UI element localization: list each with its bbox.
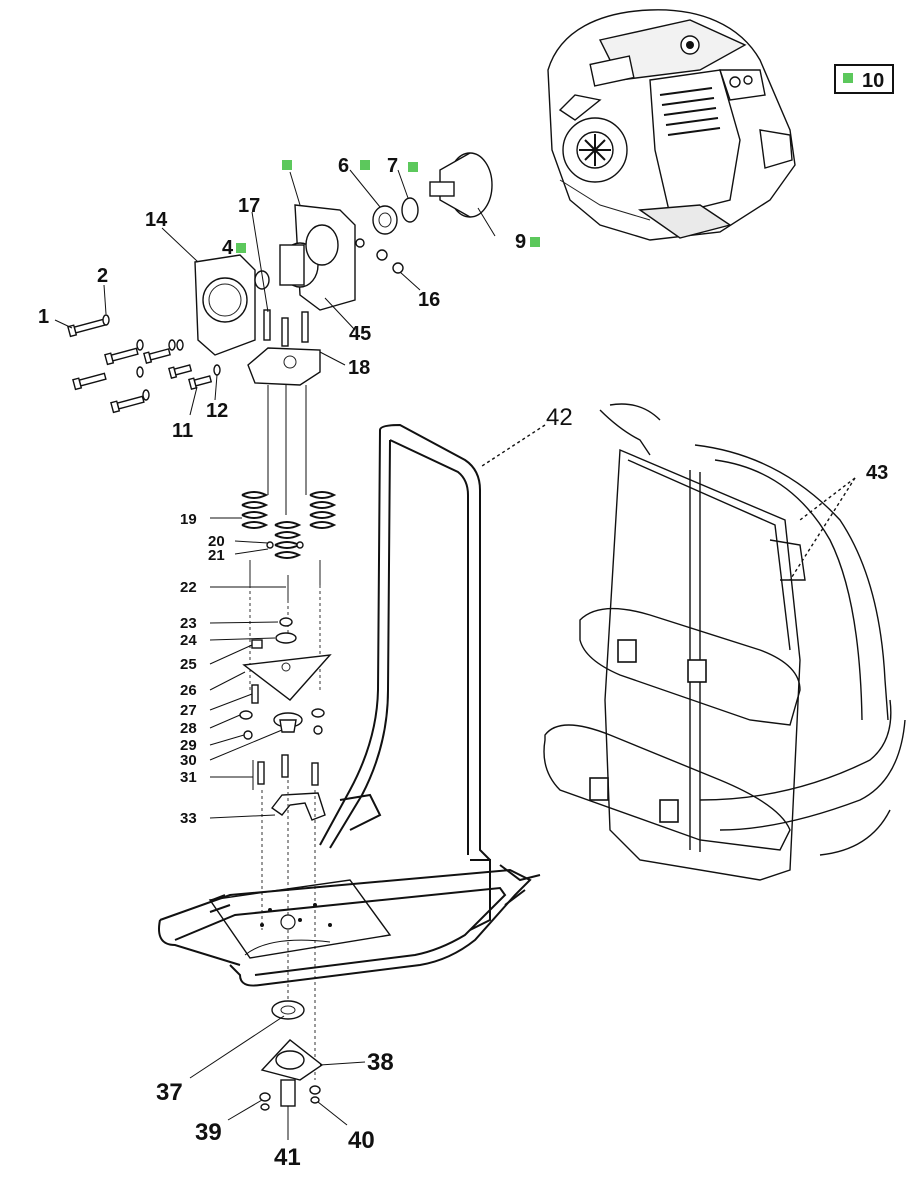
label-10: 10 bbox=[862, 70, 884, 92]
base-plate-holes bbox=[260, 903, 332, 927]
base-plate-center-hole bbox=[280, 914, 296, 930]
label-27: 27 bbox=[180, 702, 197, 719]
label-20: 20 bbox=[208, 533, 225, 550]
harness-buckles bbox=[589, 639, 707, 823]
bottom-mount bbox=[259, 1000, 324, 1111]
label-17: 17 bbox=[238, 195, 260, 217]
backpack-harness bbox=[543, 403, 906, 881]
callout-lines bbox=[54, 169, 496, 1140]
label-26: 26 bbox=[180, 682, 197, 699]
label-31: 31 bbox=[180, 769, 197, 786]
label-23: 23 bbox=[180, 615, 197, 632]
label-9: 9 bbox=[515, 231, 526, 253]
green-markers bbox=[236, 160, 540, 253]
label-28: 28 bbox=[180, 720, 197, 737]
label-33: 33 bbox=[180, 810, 197, 827]
label-12: 12 bbox=[206, 400, 228, 422]
label-11: 11 bbox=[172, 420, 193, 442]
label-16: 16 bbox=[418, 289, 440, 311]
callout-dashed-lines bbox=[481, 424, 856, 581]
label-42: 42 bbox=[546, 404, 573, 431]
label-39: 39 bbox=[195, 1119, 222, 1146]
spring-mount-stack bbox=[239, 385, 337, 1080]
label-43: 43 bbox=[866, 462, 888, 484]
engine-illustration bbox=[547, 9, 796, 241]
backpack-frame bbox=[158, 423, 541, 987]
label-18: 18 bbox=[348, 357, 370, 379]
label-14: 14 bbox=[145, 209, 168, 231]
label-6: 6 bbox=[338, 155, 349, 177]
label-24: 24 bbox=[180, 632, 197, 649]
part-labels: 1 2 4 6 7 9 11 12 14 16 17 18 19 20 21 2… bbox=[38, 155, 888, 1171]
label-45: 45 bbox=[349, 323, 371, 345]
label-38: 38 bbox=[367, 1049, 394, 1076]
part-10-label-box: 10 bbox=[834, 64, 894, 94]
label-37: 37 bbox=[156, 1079, 183, 1106]
label-4: 4 bbox=[222, 237, 234, 259]
label-22: 22 bbox=[180, 579, 197, 596]
label-29: 29 bbox=[180, 737, 197, 754]
label-25: 25 bbox=[180, 656, 197, 673]
label-7: 7 bbox=[387, 155, 398, 177]
label-1: 1 bbox=[38, 306, 49, 328]
clutch-housing-group bbox=[194, 152, 493, 386]
label-21: 21 bbox=[208, 547, 225, 564]
label-2: 2 bbox=[97, 265, 108, 287]
label-19: 19 bbox=[180, 511, 197, 528]
label-30: 30 bbox=[180, 752, 197, 769]
label-40: 40 bbox=[348, 1127, 375, 1154]
label-41: 41 bbox=[274, 1144, 301, 1171]
bolt-group-left bbox=[67, 314, 221, 414]
marker-square bbox=[843, 73, 853, 83]
